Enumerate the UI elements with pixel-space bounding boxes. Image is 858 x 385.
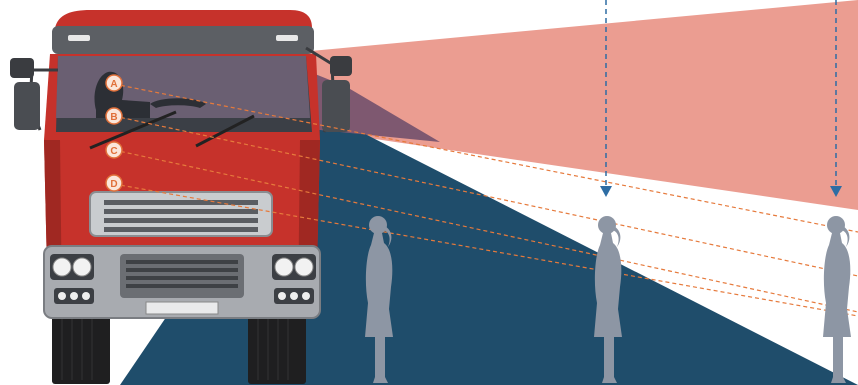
wiper	[195, 114, 255, 148]
svg-text:D: D	[110, 179, 117, 190]
sight-line-a	[113, 83, 858, 233]
upper-visibility-zone	[300, 0, 858, 210]
arrow-down-icon	[600, 0, 612, 197]
arrow-down-icon	[830, 0, 842, 197]
wheel	[52, 312, 110, 384]
roof-visor	[55, 10, 312, 28]
eye-point-c: C	[105, 141, 123, 159]
wiper	[89, 110, 177, 150]
truck	[10, 10, 352, 384]
left-mirror	[10, 58, 58, 131]
sight-lines	[113, 83, 858, 317]
eye-point-a: A	[105, 74, 123, 92]
eye-point-b: B	[105, 107, 123, 125]
svg-text:C: C	[110, 146, 117, 157]
eye-point-d: D	[105, 174, 123, 192]
sight-line-c	[113, 149, 858, 313]
wheel	[248, 312, 306, 384]
pedestrian-icon	[823, 216, 851, 383]
windscreen-tint	[56, 56, 310, 118]
steering-wheel	[150, 98, 206, 108]
svg-text:B: B	[110, 112, 117, 123]
license-plate	[145, 301, 219, 315]
svg-text:A: A	[110, 79, 117, 90]
sight-line-b	[113, 115, 858, 277]
right-mirror	[305, 46, 352, 133]
marker-light	[276, 35, 298, 41]
cab-top-band	[52, 26, 314, 54]
marker-light	[68, 35, 90, 41]
